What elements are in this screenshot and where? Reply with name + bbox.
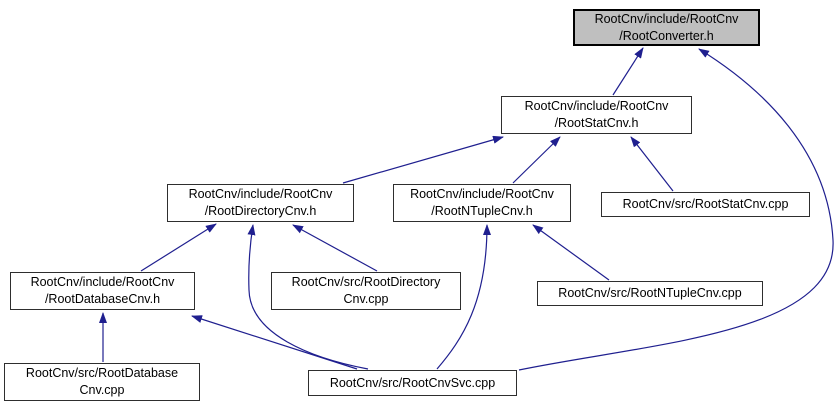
- edge-root-cnv-svc-cpp-to-root-database-cnv-h: [191, 315, 358, 370]
- node-label-line: RootCnv/src/RootNTupleCnv.cpp: [558, 286, 742, 301]
- node-label-line: RootCnv/include/RootCnv: [410, 187, 554, 202]
- edge-root-ntuple-cnv-cpp-to-root-ntuple-cnv-h: [532, 224, 610, 281]
- node-label-line: /RootDatabaseCnv.h: [44, 292, 161, 306]
- edge-root-directory-cnv-h-to-root-stat-cnv-h: [342, 135, 504, 184]
- node-label-line: /RootConverter.h: [619, 28, 714, 43]
- node-label-line: Cnv.cpp: [79, 383, 125, 397]
- node-label-line: RootCnv/src/RootDatabase: [25, 366, 179, 381]
- node-root-stat-cnv-h[interactable]: RootCnv/include/RootCnv/RootStatCnv.h: [501, 96, 692, 134]
- node-root-ntuple-cnv-cpp[interactable]: RootCnv/src/RootNTupleCnv.cpp: [537, 281, 763, 306]
- node-label-line: RootCnv/src/RootCnvSvc.cpp: [329, 375, 496, 390]
- node-label-line: Cnv.cpp: [343, 292, 389, 306]
- node-label-line: RootCnv/src/RootDirectory: [291, 275, 441, 290]
- edge-root-database-cnv-h-to-root-directory-cnv-h: [140, 223, 217, 272]
- node-label-line: RootCnv/include/RootCnv: [188, 187, 333, 202]
- edge-root-cnv-svc-cpp-to-root-ntuple-cnv-h: [436, 224, 491, 370]
- node-label-line: /RootDirectoryCnv.h: [204, 204, 317, 218]
- node-label-line: RootCnv/include/RootCnv: [30, 275, 175, 290]
- node-root-ntuple-cnv-h[interactable]: RootCnv/include/RootCnv/RootNTupleCnv.h: [393, 184, 571, 222]
- edge-root-directory-cnv-cpp-to-root-directory-cnv-h: [292, 224, 378, 272]
- edge-root-cnv-svc-cpp-to-root-converter-h: [518, 48, 834, 371]
- node-root-database-cnv-h[interactable]: RootCnv/include/RootCnv/RootDatabaseCnv.…: [10, 272, 195, 310]
- node-root-converter-h: RootCnv/include/RootCnv/RootConverter.h: [573, 9, 760, 46]
- node-root-directory-cnv-h[interactable]: RootCnv/include/RootCnv/RootDirectoryCnv…: [167, 184, 354, 222]
- edge-root-ntuple-cnv-h-to-root-stat-cnv-h: [512, 136, 561, 184]
- edge-root-stat-cnv-cpp-to-root-stat-cnv-h: [630, 136, 674, 192]
- node-label-line: /RootStatCnv.h: [554, 116, 639, 130]
- node-root-stat-cnv-cpp[interactable]: RootCnv/src/RootStatCnv.cpp: [601, 192, 810, 217]
- node-label-line: RootCnv/include/RootCnv: [524, 99, 669, 114]
- node-label-line: RootCnv/src/RootStatCnv.cpp: [622, 197, 789, 212]
- node-root-cnv-svc-cpp[interactable]: RootCnv/src/RootCnvSvc.cpp: [308, 370, 517, 396]
- edge-root-stat-cnv-h-to-root-converter-h: [612, 47, 644, 96]
- node-label-line: RootCnv/include/RootCnv: [594, 11, 739, 26]
- node-label-line: /RootNTupleCnv.h: [431, 204, 533, 218]
